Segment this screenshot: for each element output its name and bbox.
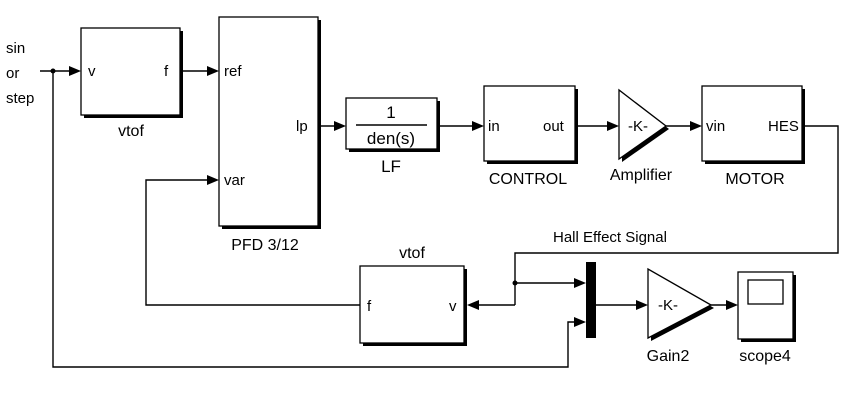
branch-point [50,68,56,74]
control-block[interactable]: in out CONTROL [483,85,578,188]
control-name: CONTROL [489,171,567,188]
motor-name: MOTOR [725,171,784,188]
vtof-bottom-f-port: f [367,298,372,315]
arrowhead [726,300,738,310]
motor-out-port: HES [768,118,799,135]
lf-numerator: 1 [386,103,395,122]
arrowhead [467,300,479,310]
mux-bar[interactable] [586,262,596,338]
gain2-gain: -K- [658,297,678,314]
control-out-port: out [543,118,565,135]
source-label-line3: step [6,90,34,107]
arrowhead [69,66,81,76]
scope-screen-icon [747,279,784,305]
vtof-bottom-v-port: v [449,298,457,315]
branch-point [512,280,518,286]
motor-in-port: vin [706,118,725,135]
source-label-line1: sin [6,40,25,57]
lf-block[interactable]: 1 den(s) LF [345,97,440,176]
signal-wires [40,66,839,368]
vtof-bottom-name: vtof [399,245,425,262]
pfd-lp-port: lp [296,118,308,135]
vtof-block-top[interactable]: v f vtof [80,27,183,140]
amplifier-name: Amplifier [610,167,673,184]
control-in-port: in [488,118,500,135]
vtof-top-name: vtof [118,123,144,140]
arrowhead [574,278,586,288]
gain2-name: Gain2 [647,348,690,365]
source-label: sin or step [6,40,34,107]
vtof-top-in-port: v [88,63,96,80]
arrowhead [472,121,484,131]
pfd-name: PFD 3/12 [231,237,299,254]
motor-block[interactable]: vin HES MOTOR [701,85,805,188]
arrowhead [207,175,219,185]
arrowhead [636,300,648,310]
scope-block[interactable]: scope4 [737,271,796,365]
vtof-top-out-port: f [164,63,169,80]
pfd-block[interactable]: ref var lp PFD 3/12 [218,16,321,254]
vtof-block-bottom[interactable]: f v vtof [359,245,467,346]
scope-name: scope4 [739,348,791,365]
wire-hall-effect-signal [514,125,839,305]
arrowhead [334,121,346,131]
pfd-var-port: var [224,172,245,189]
lf-name: LF [381,157,401,176]
wire-feedback-to-var [145,179,360,306]
wire-source-to-mux [52,71,578,368]
arrowhead [574,317,586,327]
gain2-block[interactable]: -K- Gain2 [647,267,714,365]
amplifier-block[interactable]: -K- Amplifier [610,88,673,184]
source-label-line2: or [6,65,19,82]
pfd-ref-port: ref [224,63,242,80]
arrowhead [607,121,619,131]
arrowhead [690,121,702,131]
amplifier-gain: -K- [628,118,648,135]
hall-effect-signal-label: Hall Effect Signal [553,229,667,246]
arrowhead [207,66,219,76]
lf-denominator: den(s) [367,129,415,148]
